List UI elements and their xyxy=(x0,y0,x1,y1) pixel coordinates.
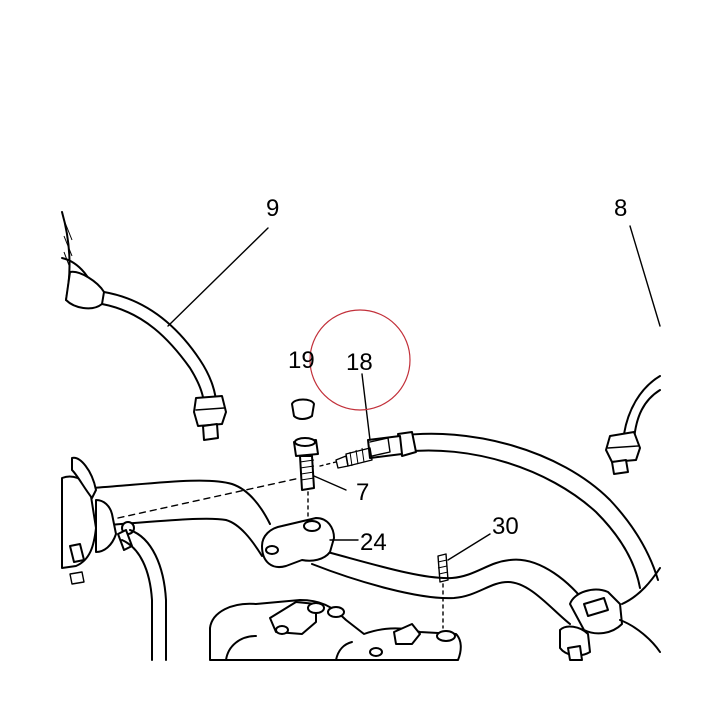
clamp-24 xyxy=(261,517,335,568)
left-reservoir xyxy=(61,211,105,310)
left-switch-housing xyxy=(61,456,167,661)
callout-8: 8 xyxy=(614,195,627,222)
leader-18 xyxy=(361,373,371,441)
stud-30 xyxy=(437,553,449,629)
leader-30 xyxy=(447,533,491,561)
leader-lines xyxy=(167,225,661,561)
cable-18 xyxy=(319,431,659,589)
cap-19 xyxy=(291,398,315,420)
screw-7 xyxy=(293,437,319,519)
callout-30: 30 xyxy=(492,513,519,540)
highlight-circle xyxy=(309,309,411,411)
callout-24: 24 xyxy=(360,529,387,556)
leader-8 xyxy=(629,225,661,327)
brake-hose-8 xyxy=(605,375,661,475)
callout-9: 9 xyxy=(266,195,279,222)
leader-9 xyxy=(167,227,269,327)
right-clamp xyxy=(559,567,661,661)
handlebar xyxy=(91,477,587,625)
leader-7 xyxy=(313,475,347,491)
callout-18: 18 xyxy=(346,349,373,376)
lower-triple-clamp xyxy=(209,599,462,661)
callout-19: 19 xyxy=(288,347,315,374)
callout-7: 7 xyxy=(356,479,369,506)
brake-hose-9 xyxy=(101,291,227,441)
